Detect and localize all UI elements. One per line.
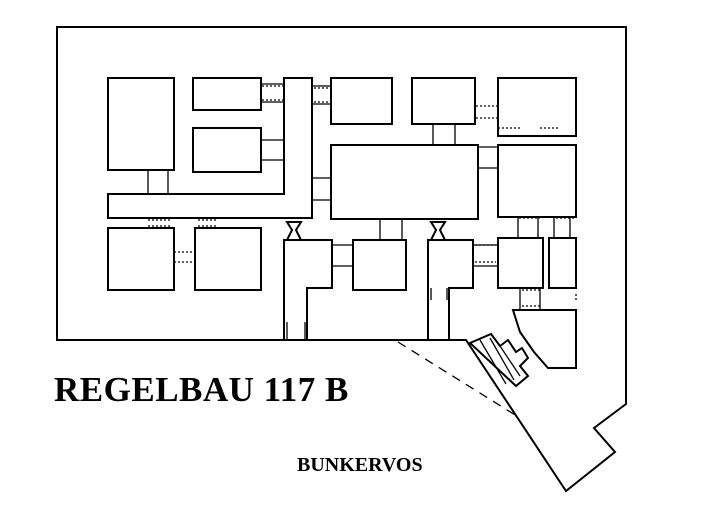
corridor-lower-left bbox=[283, 239, 333, 341]
diagram-title: REGELBAU 117 B bbox=[54, 370, 349, 409]
entrance-wall bbox=[511, 309, 577, 369]
room-left-large bbox=[107, 77, 175, 171]
outer-boundary bbox=[56, 26, 627, 493]
room-middle-small bbox=[192, 127, 262, 173]
room-right-top-1 bbox=[411, 77, 476, 125]
entrance-step-line bbox=[499, 345, 521, 377]
diagram-subtitle: BUNKERVOS bbox=[297, 454, 423, 476]
entrance-step-line bbox=[479, 339, 507, 385]
corridor-l-shape bbox=[107, 77, 313, 219]
room-right-top-2 bbox=[497, 77, 577, 137]
room-right-middle bbox=[497, 144, 577, 218]
dotted-connectors bbox=[148, 85, 577, 307]
dashed-access-line bbox=[397, 341, 521, 419]
room-bottom-left bbox=[107, 227, 175, 291]
room-lower-right-2 bbox=[548, 237, 577, 289]
entrance-step-line bbox=[489, 337, 515, 381]
room-center-top bbox=[330, 77, 393, 125]
airlock-marker-left bbox=[285, 221, 303, 241]
room-bottom-left-2 bbox=[194, 227, 262, 291]
room-lower-center bbox=[352, 239, 407, 291]
room-main-hall bbox=[330, 144, 479, 220]
room-lower-right-1 bbox=[497, 237, 544, 289]
airlock-marker-right bbox=[429, 221, 447, 241]
door-connectors bbox=[147, 83, 571, 340]
room-top-small bbox=[192, 77, 262, 111]
corridor-lower-right bbox=[427, 239, 474, 341]
